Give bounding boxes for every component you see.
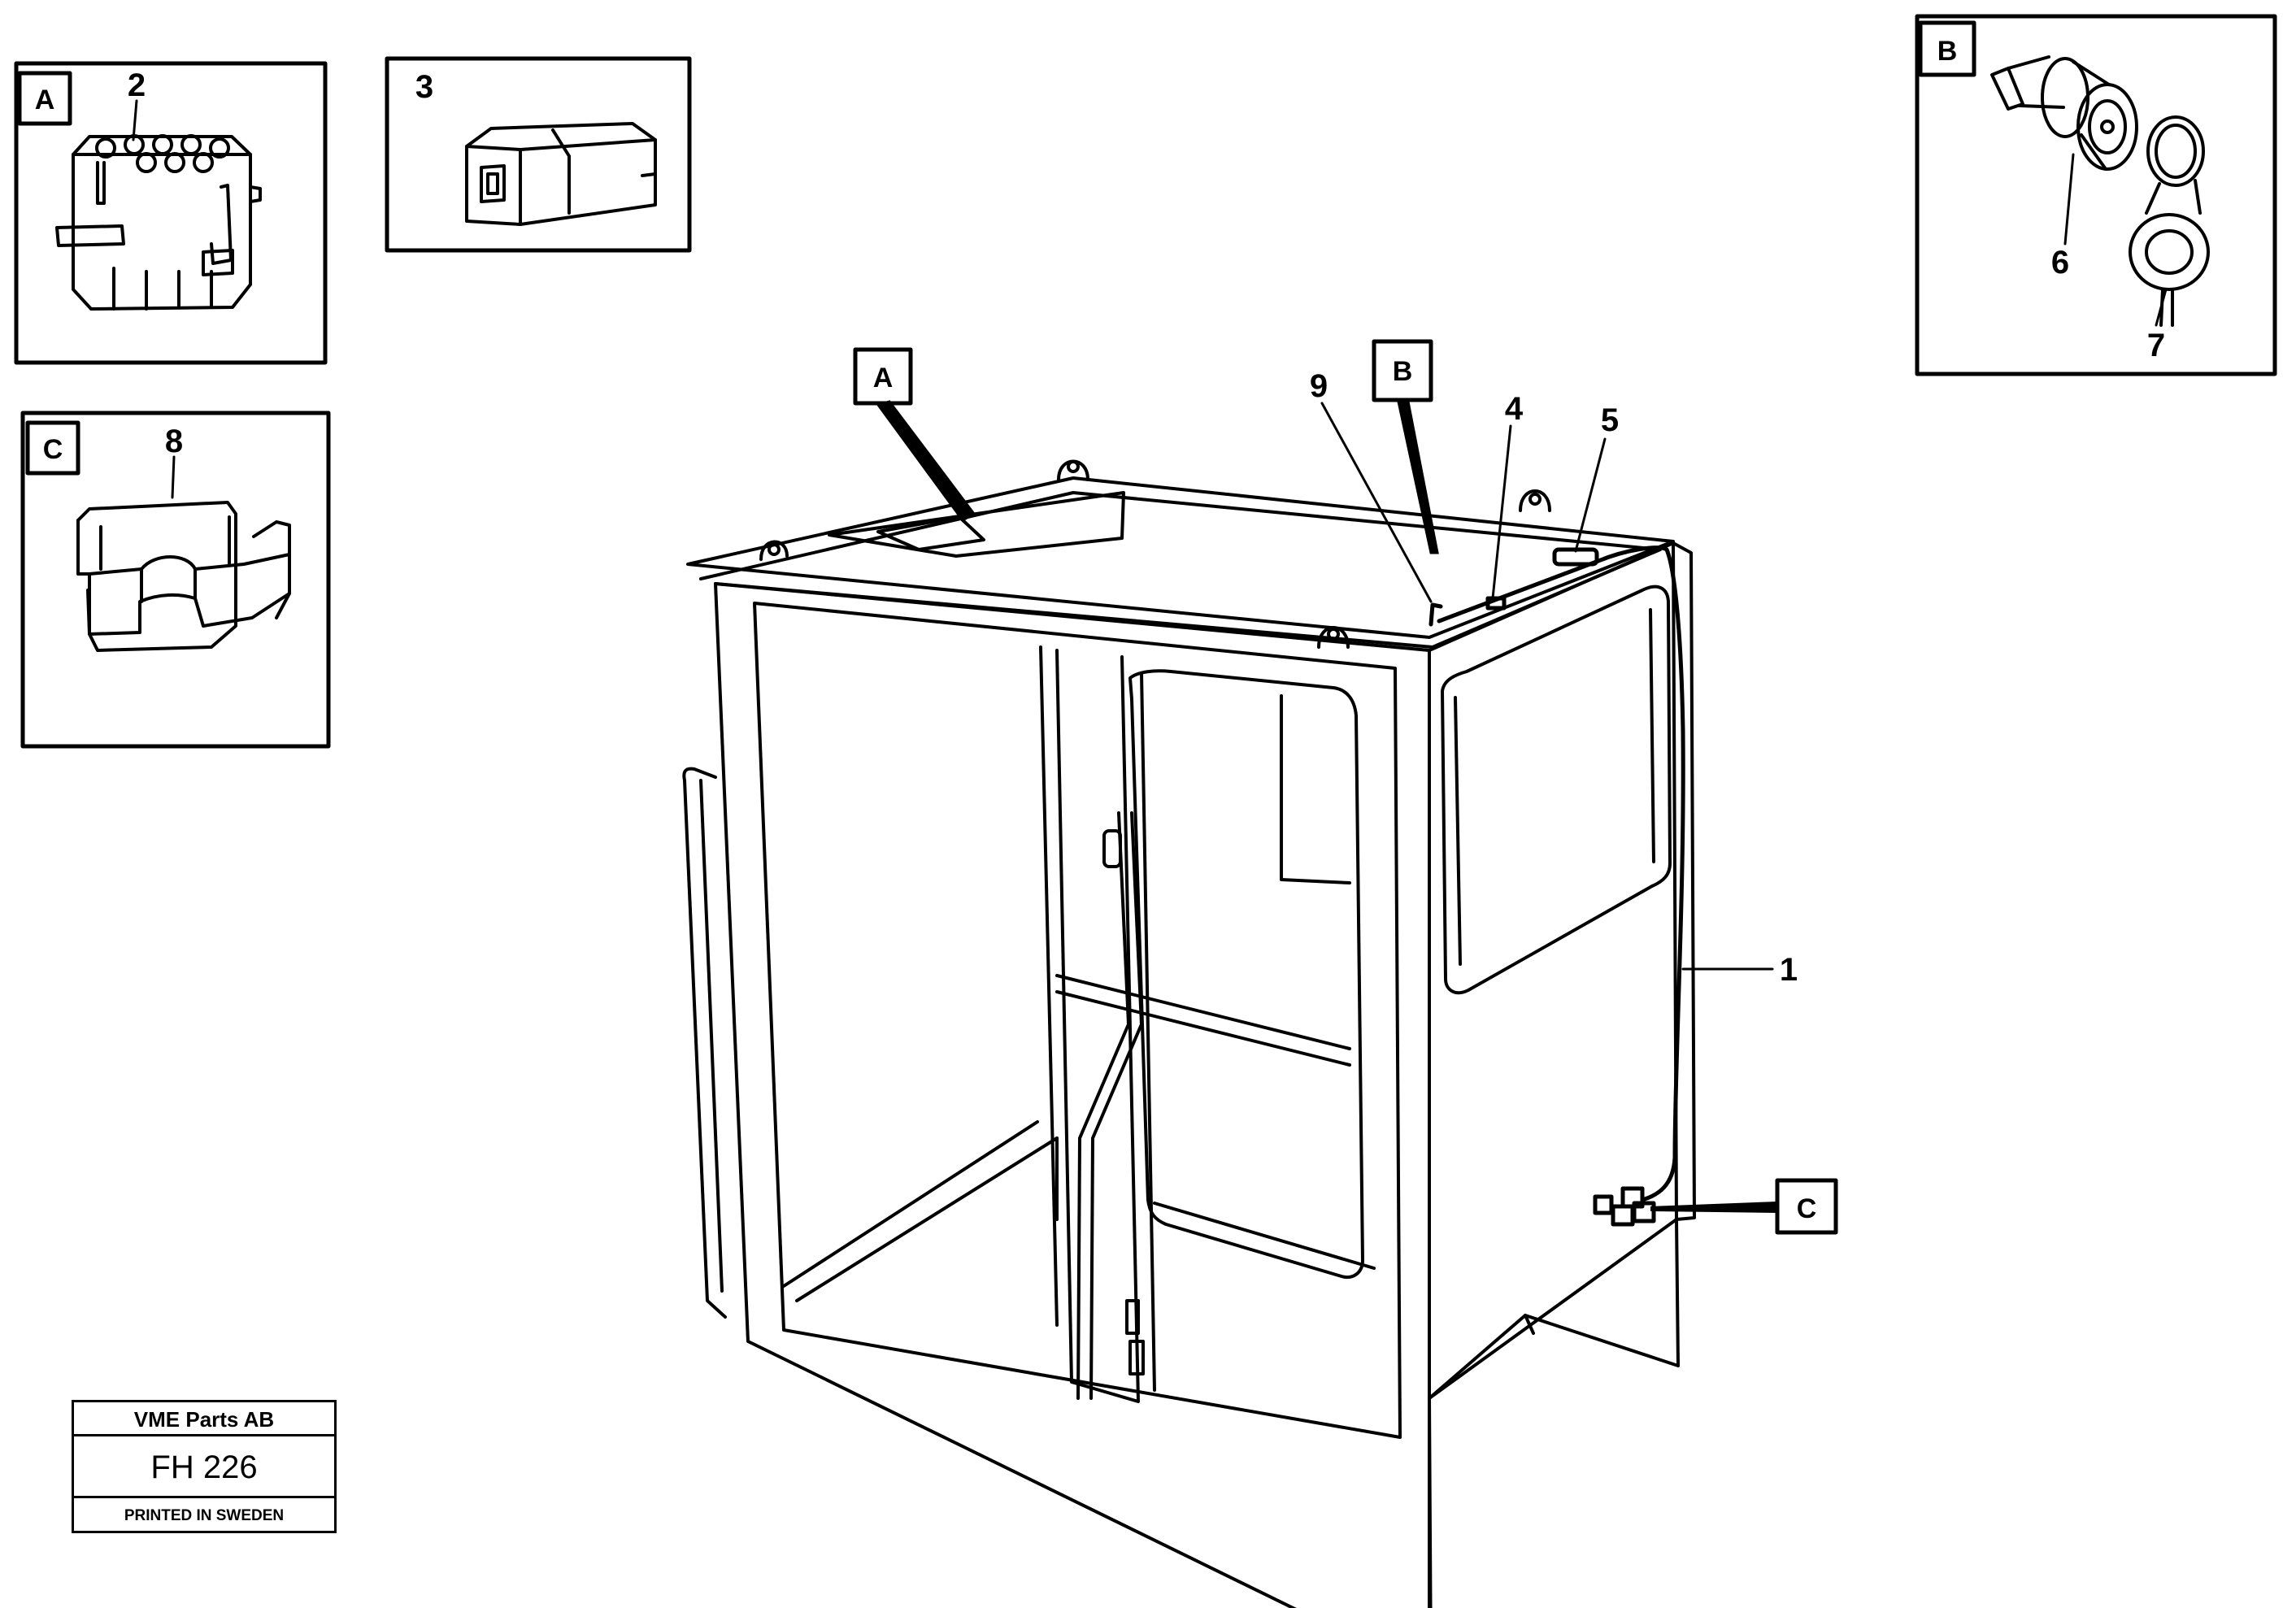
company-name: VME Parts AB [74, 1402, 334, 1436]
item-8-label: 8 [165, 424, 183, 459]
callout-a: A [853, 347, 976, 522]
item-2-label: 2 [128, 67, 146, 103]
item-7-label: 7 [2147, 328, 2165, 363]
cab-frame [682, 459, 1696, 1608]
printed-note: PRINTED IN SWEDEN [124, 1507, 285, 1524]
inset-a: A 2 [14, 61, 328, 365]
inset-b-tag: B [1937, 36, 1958, 67]
callout-c-tag: C [1797, 1193, 1817, 1224]
connector-housing-drawing [465, 122, 657, 226]
callout-b-tag: B [1393, 356, 1413, 387]
protective-cap-drawing [2129, 115, 2210, 327]
drawing-code: FH 226 [74, 1436, 334, 1498]
item-1-label: 1 [1780, 952, 1798, 988]
inset-c-tag-box [25, 420, 80, 476]
cable-clip-drawing [76, 501, 291, 652]
item-5-label: 5 [1601, 402, 1619, 438]
callout-b: B [1372, 339, 1439, 554]
connector-8-pin-drawing [55, 134, 262, 311]
inset-a-tag: A [35, 85, 55, 115]
inset-3: 3 [385, 56, 692, 253]
inset-b-tag-box [1918, 20, 1976, 77]
inset-c-tag: C [43, 434, 63, 465]
callout-a-tag: A [873, 363, 894, 393]
socket-drawing [1990, 55, 2138, 171]
callout-c: C [1650, 1178, 1838, 1235]
inset-c: C 8 [20, 411, 331, 749]
item-4-label: 4 [1505, 391, 1524, 427]
title-block: VME Parts AB FH 226 PRINTED IN SWEDEN [72, 1400, 337, 1533]
item-3-label: 3 [415, 69, 433, 105]
item-9-label: 9 [1310, 368, 1328, 404]
inset-b: B 6 7 [1915, 14, 2277, 376]
wiring-harness [1428, 545, 1685, 1227]
inset-a-tag-box [17, 71, 72, 126]
item-6-label: 6 [2051, 245, 2069, 280]
